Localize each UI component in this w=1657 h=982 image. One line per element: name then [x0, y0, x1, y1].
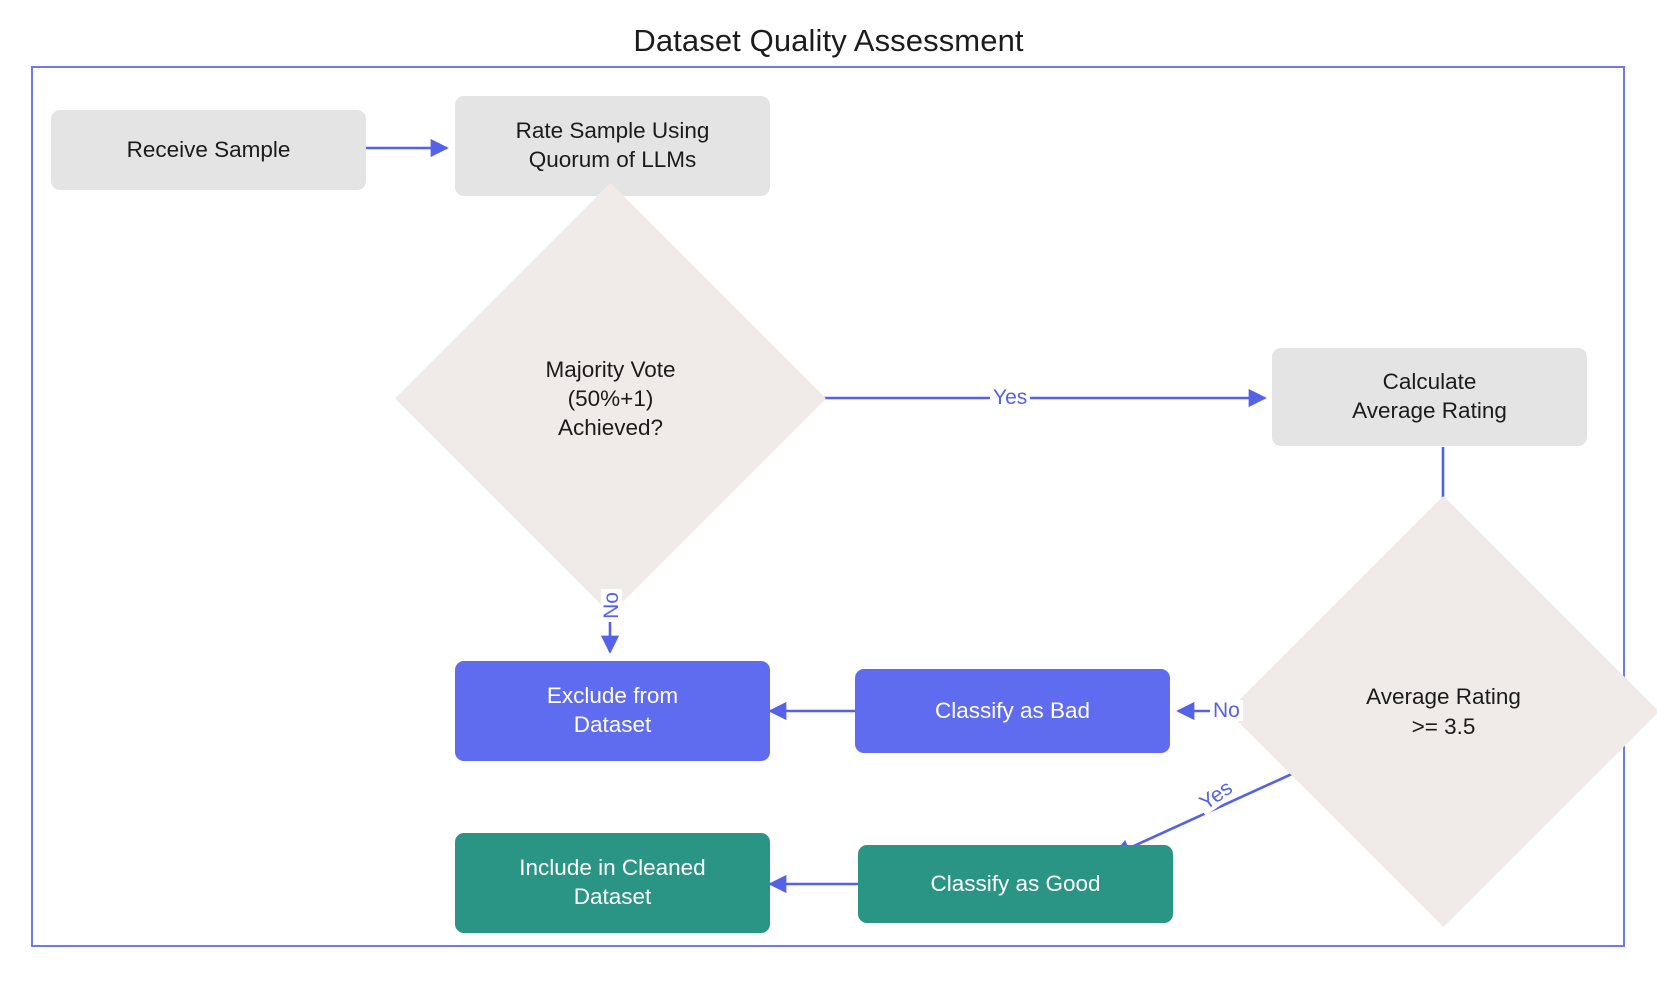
- edge-label-avg-no: No: [1210, 700, 1243, 721]
- node-rate-sample[interactable]: Rate Sample Using Quorum of LLMs: [455, 96, 770, 196]
- diagram-frame: [31, 66, 1625, 947]
- edge-label-majority-yes: Yes: [990, 387, 1031, 408]
- node-average-rating-label: Average Rating >= 3.5: [1366, 684, 1521, 739]
- node-average-rating-decision[interactable]: Average Rating >= 3.5: [1227, 495, 1657, 928]
- node-receive-sample[interactable]: Receive Sample: [51, 110, 366, 190]
- node-classify-as-good[interactable]: Classify as Good: [858, 845, 1173, 923]
- node-majority-vote-label: Majority Vote (50%+1) Achieved?: [545, 356, 676, 440]
- node-classify-as-bad[interactable]: Classify as Bad: [855, 669, 1170, 753]
- page-title: Dataset Quality Assessment: [633, 23, 1024, 58]
- node-exclude-from-dataset[interactable]: Exclude from Dataset: [455, 661, 770, 761]
- node-include-in-cleaned-dataset[interactable]: Include in Cleaned Dataset: [455, 833, 770, 933]
- edge-label-majority-no: No: [600, 589, 623, 622]
- node-majority-vote-decision[interactable]: Majority Vote (50%+1) Achieved?: [394, 182, 827, 615]
- node-calculate-average-rating[interactable]: Calculate Average Rating: [1272, 348, 1587, 446]
